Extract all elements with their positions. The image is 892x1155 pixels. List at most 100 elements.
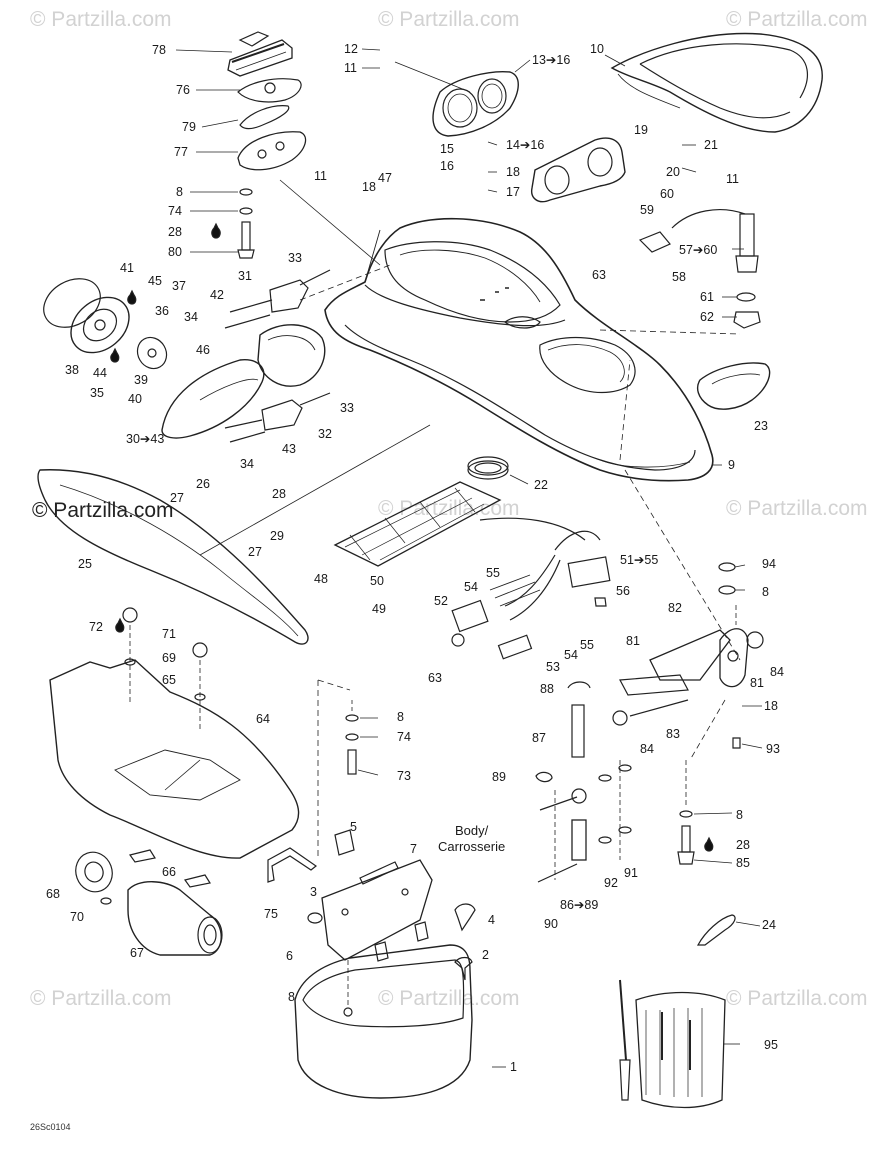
callout-34: 34 (240, 457, 254, 471)
handle-parts (227, 31, 307, 171)
callout-53: 53 (546, 660, 560, 674)
callout-34: 34 (184, 310, 198, 324)
callout-91: 91 (624, 866, 638, 880)
callout-30-43: 30➔43 (126, 432, 165, 446)
callout-8: 8 (176, 185, 183, 199)
bolt-stack-right (677, 760, 714, 865)
callout-8: 8 (762, 585, 769, 599)
hull-body (324, 217, 714, 482)
callout-92: 92 (604, 876, 618, 890)
gauge-bracket (531, 137, 626, 203)
callout-77: 77 (174, 145, 188, 159)
callout-28: 28 (168, 225, 182, 239)
callout-17: 17 (506, 185, 520, 199)
callout-16: 16 (440, 159, 454, 173)
callout-76: 76 (176, 83, 190, 97)
shock-absorber (535, 681, 632, 883)
callout-89: 89 (492, 770, 506, 784)
callout-54: 54 (464, 580, 478, 594)
callout-32: 32 (318, 427, 332, 441)
callout-88: 88 (540, 682, 554, 696)
callout-27: 27 (248, 545, 262, 559)
bolt-stack (211, 188, 255, 259)
callout-90: 90 (544, 917, 558, 931)
callout-54: 54 (564, 648, 578, 662)
callout-4: 4 (488, 913, 495, 927)
watermark: © Partzilla.com (378, 987, 520, 1010)
callout-71: 71 (162, 627, 176, 641)
watermark: © Partzilla.com (378, 8, 520, 31)
callout-50: 50 (370, 574, 384, 588)
callout-45: 45 (148, 274, 162, 288)
callout-58: 58 (672, 270, 686, 284)
callout-10: 10 (590, 42, 604, 56)
bolt-stack-middle (345, 700, 359, 775)
callout-33: 33 (288, 251, 302, 265)
callout-8: 8 (288, 990, 295, 1004)
callout-62: 62 (700, 310, 714, 324)
callout-23: 23 (754, 419, 768, 433)
side-rail (37, 469, 309, 645)
callout-80: 80 (168, 245, 182, 259)
callout-25: 25 (78, 557, 92, 571)
intake-grate (333, 481, 502, 567)
callout-22: 22 (534, 478, 548, 492)
callout-74: 74 (397, 730, 411, 744)
callout-40: 40 (128, 392, 142, 406)
callout-64: 64 (256, 712, 270, 726)
callout-1: 1 (510, 1060, 517, 1074)
callout-24: 24 (762, 918, 776, 932)
callout-5: 5 (350, 820, 357, 834)
watermark: © Partzilla.com (30, 987, 172, 1010)
lower-hull-plate (49, 607, 300, 859)
callout-28: 28 (272, 487, 286, 501)
callout-2: 2 (482, 948, 489, 962)
callout-85: 85 (736, 856, 750, 870)
callout-61: 61 (700, 290, 714, 304)
vent-assembly (43, 278, 168, 370)
callout-14-16: 14➔16 (506, 138, 545, 152)
callout-79: 79 (182, 120, 196, 134)
callout-11: 11 (726, 172, 739, 186)
watermark: © Partzilla.com (30, 8, 172, 31)
seat-part (610, 32, 823, 133)
callout-26: 26 (196, 477, 210, 491)
callout-72: 72 (89, 620, 103, 634)
callout-87: 87 (532, 731, 546, 745)
callout-65: 65 (162, 673, 176, 687)
callout-12: 12 (344, 42, 358, 56)
watermark-main: © Partzilla.com (32, 499, 174, 522)
callout-75: 75 (264, 907, 278, 921)
callout-29: 29 (270, 529, 284, 543)
side-panel-right (599, 209, 771, 410)
callout-81: 81 (626, 634, 640, 648)
callout-52: 52 (434, 594, 448, 608)
callout-73: 73 (397, 769, 411, 783)
callout-48: 48 (314, 572, 328, 586)
hex-key-tool (267, 847, 318, 883)
watermark: © Partzilla.com (378, 497, 520, 520)
watermark: © Partzilla.com (726, 8, 868, 31)
callout-63: 63 (592, 268, 606, 282)
callout-68: 68 (46, 887, 60, 901)
cable-tie (696, 914, 736, 946)
callout-15: 15 (440, 142, 454, 156)
callout-20: 20 (666, 165, 680, 179)
callout-11: 11 (314, 169, 327, 183)
callout-60: 60 (660, 187, 674, 201)
side-cowl (161, 269, 331, 443)
callout-47: 47 (378, 171, 392, 185)
callout-19: 19 (634, 123, 648, 137)
tool-kit (619, 979, 726, 1109)
callout-74: 74 (168, 204, 182, 218)
callout-43: 43 (282, 442, 296, 456)
callout-67: 67 (130, 946, 144, 960)
callout-78: 78 (152, 43, 166, 57)
callout-63: 63 (428, 671, 442, 685)
body-note-line-2: Carrosserie (438, 839, 506, 854)
callout-36: 36 (155, 304, 169, 318)
jet-pump (75, 849, 223, 956)
callout-51-55: 51➔55 (620, 553, 659, 567)
